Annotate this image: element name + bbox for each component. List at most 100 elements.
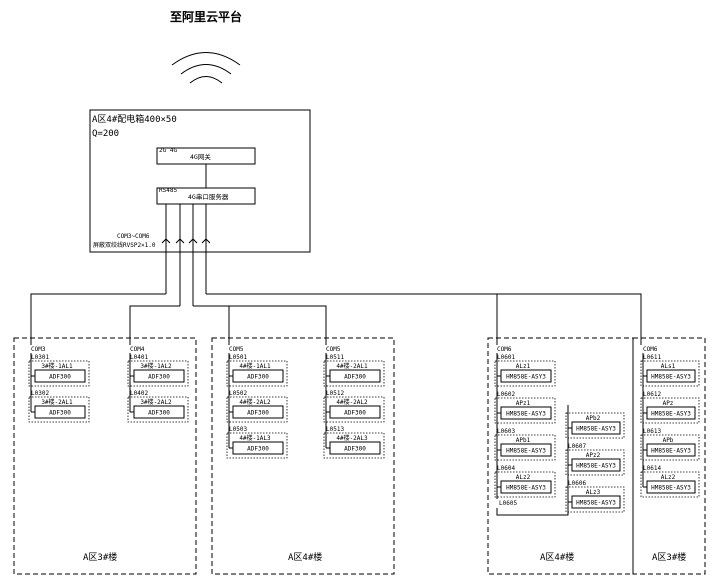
meter-frame (323, 432, 385, 459)
circuit-name: 3#楼-2AL2 (140, 398, 172, 406)
meter-model: HM858E-ASY3 (506, 374, 546, 381)
meter-frame (226, 360, 288, 387)
circuit-name: ALz2 (516, 474, 531, 481)
com-port-label: COM6 (643, 346, 658, 353)
circuit-name: APb2 (586, 415, 601, 422)
meter-frame (640, 397, 700, 424)
meter-frame (565, 449, 625, 476)
zone-a3-right (632, 337, 706, 575)
bus-wiring (30, 204, 642, 345)
circuit-name: APz (663, 400, 674, 407)
zone-a3-left (13, 337, 197, 575)
meter-model: ADF300 (148, 374, 170, 381)
meter-frame (323, 396, 385, 423)
meter-frame (640, 434, 700, 461)
com-port-label: COM6 (497, 346, 512, 353)
circuit-name: ALz3 (586, 489, 601, 496)
meter-model: HM858E-ASY3 (506, 448, 546, 455)
meter-frame (127, 360, 189, 387)
circuit-name: APb1 (516, 437, 531, 444)
circuit-name: ALs1 (661, 363, 676, 370)
circuit-name: 4#楼-2AL1 (336, 362, 368, 370)
zone-a4-right (487, 337, 634, 575)
gateway-label: 4G网关 (190, 152, 211, 161)
zone-label: A区3#楼 (83, 551, 117, 563)
meter-model: ADF300 (49, 410, 71, 417)
com-port-label: COM5 (326, 346, 341, 353)
meter-frame (494, 397, 556, 424)
meter-groups: COM3L03013#楼-1AL1ADF300L03023#楼-2AL1ADF3… (28, 346, 700, 516)
meter-frame (494, 471, 556, 498)
diagram-title: 至阿里云平台 (170, 9, 242, 24)
loop-id: L0601 (497, 354, 515, 361)
loop-id: L0502 (229, 390, 247, 397)
loop-id: L0604 (497, 465, 515, 472)
loop-id: L0611 (643, 354, 661, 361)
meter-frame (28, 360, 90, 387)
serial-server-label: 4G串口服务器 (188, 192, 229, 201)
loop-id: L0503 (229, 426, 247, 433)
main-cabinet: A区4#配电箱400×50 Q=200 2G 4G 4G网关 RS485 4G串… (89, 109, 311, 253)
cable-type-label: 屏蔽双绞线RVSP2×1.0 (93, 241, 156, 249)
meter-frame (226, 396, 288, 423)
loop-id: L0612 (643, 391, 661, 398)
circuit-name: 3#楼-1AL1 (41, 362, 73, 370)
meter-model: ADF300 (344, 410, 366, 417)
meter-model: HM858E-ASY3 (576, 426, 616, 433)
zone-label: A区4#楼 (540, 551, 574, 563)
meter-frame (127, 396, 189, 423)
com-range-label: COM3~COM6 (117, 233, 150, 240)
zone-a4-mid (211, 337, 395, 575)
circuit-name: ALz2 (661, 474, 676, 481)
circuit-name: 4#楼-2AL2 (239, 398, 271, 406)
circuit-name: 4#楼-1AL3 (239, 434, 271, 442)
circuit-name: APb (663, 437, 674, 444)
meter-frame (494, 434, 556, 461)
zone-label: A区4#楼 (288, 551, 322, 563)
meter-model: HM858E-ASY3 (506, 411, 546, 418)
meter-frame (226, 432, 288, 459)
meter-model: ADF300 (148, 410, 170, 417)
loop-id: L0301 (31, 354, 49, 361)
meter-frame (28, 396, 90, 423)
com-port-label: COM5 (229, 346, 244, 353)
rs485-link (496, 408, 569, 516)
meter-frame (565, 486, 625, 513)
zone-enclosures (13, 337, 706, 575)
meter-model: HM858E-ASY3 (576, 463, 616, 470)
loop-id: L0511 (326, 354, 344, 361)
meter-model: ADF300 (49, 374, 71, 381)
circuit-name: APz1 (516, 400, 531, 407)
loop-id: L0513 (326, 426, 344, 433)
meter-model: ADF300 (344, 446, 366, 453)
loop-id: L0401 (130, 354, 148, 361)
loop-id: L0602 (497, 391, 515, 398)
serial-tag: RS485 (159, 187, 177, 194)
loop-id: L0501 (229, 354, 247, 361)
meter-model: ADF300 (247, 374, 269, 381)
meter-model: HM858E-ASY3 (651, 411, 691, 418)
meter-frame (640, 360, 700, 387)
meter-frame (640, 471, 700, 498)
loop-id: L0402 (130, 390, 148, 397)
meter-model: HM858E-ASY3 (651, 485, 691, 492)
circuit-name: ALz1 (516, 363, 531, 370)
